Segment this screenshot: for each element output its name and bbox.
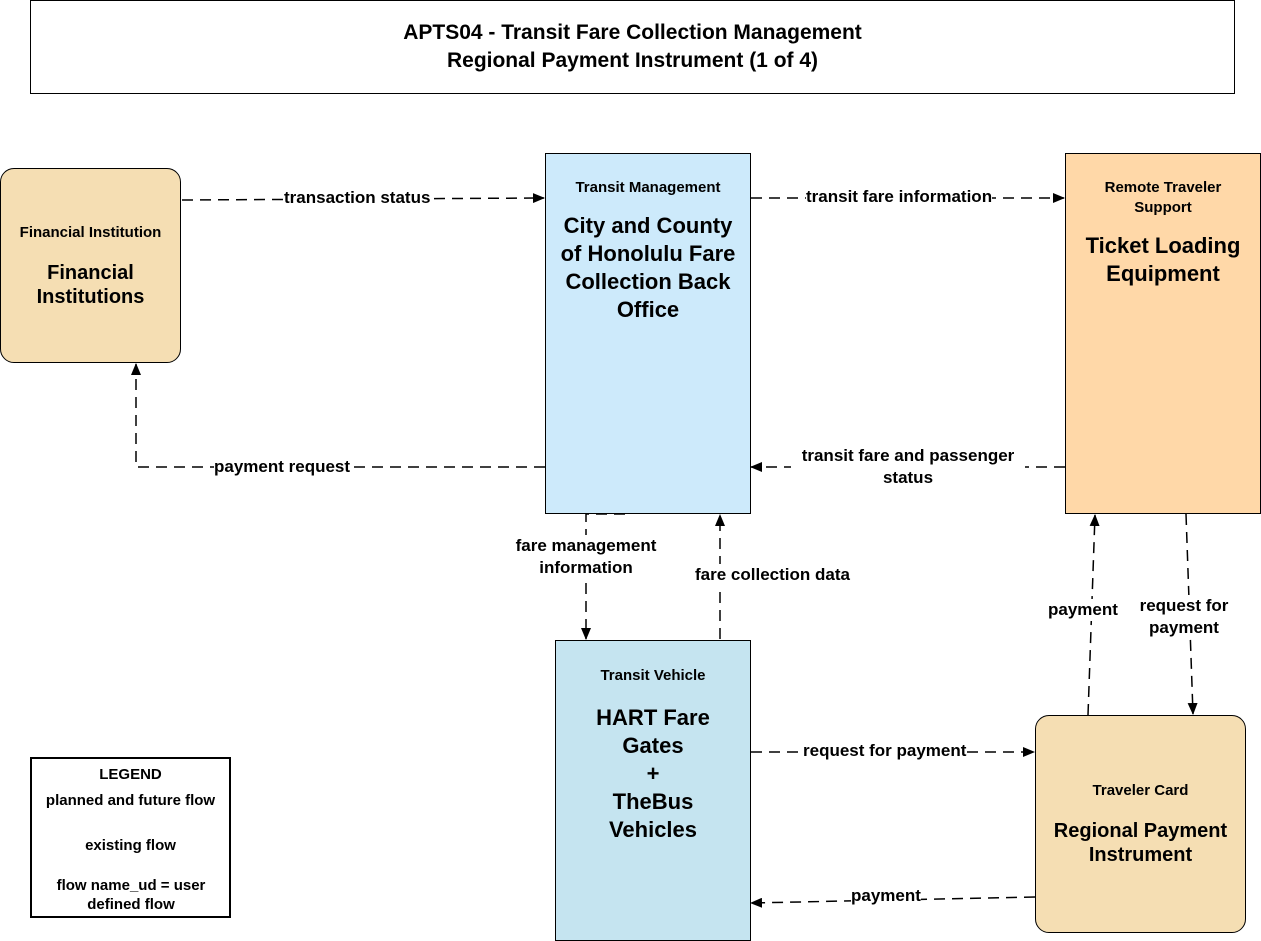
node-financial-institution: Financial Institution Financial Institut…	[0, 168, 181, 363]
flow-payment-left	[750, 896, 1036, 908]
label-transit-fare-passenger-status: transit fare and passenger status	[791, 445, 1025, 489]
legend-box: LEGEND planned and future flow existing …	[30, 757, 231, 918]
legend-user-defined-label: flow name_ud = user defined flow	[56, 877, 206, 913]
node-financial-name: Financial Institutions	[36, 261, 145, 308]
node-vehicle-category: Transit Vehicle	[600, 667, 706, 684]
flow-payment-request	[131, 363, 545, 468]
flow-fare-management-information	[581, 513, 625, 640]
legend-planned-label: planned and future flow	[45, 792, 216, 809]
node-vehicle-name-5: Vehicles	[608, 817, 698, 842]
node-financial-category: Financial Institution	[19, 223, 162, 241]
node-remote-category: Remote Traveler Support	[1104, 179, 1222, 216]
label-payment-left: payment	[851, 885, 921, 907]
node-transit-vehicle: Transit Vehicle HART Fare Gates + TheBus…	[555, 640, 751, 941]
node-card-name: Regional Payment Instrument	[1053, 820, 1228, 866]
legend-existing-label: existing flow	[85, 837, 176, 854]
node-vehicle-name-1: HART Fare	[596, 705, 710, 730]
legend-title: LEGEND	[99, 766, 162, 783]
label-payment-request: payment request	[214, 456, 351, 478]
label-payment-up: payment	[1048, 599, 1118, 621]
label-fare-management-information: fare management information	[507, 535, 665, 579]
label-request-for-payment-down: request for payment	[1134, 595, 1234, 639]
label-transit-fare-information: transit fare information	[806, 186, 993, 208]
label-request-for-payment-right: request for payment	[803, 740, 967, 762]
node-transit-management-name: City and County of Honolulu Fare Collect…	[560, 213, 736, 322]
label-transaction-status: transaction status	[284, 187, 431, 209]
label-fare-collection-data: fare collection data	[695, 564, 850, 586]
diagram-title-box: APTS04 - Transit Fare Collection Managem…	[30, 0, 1235, 94]
node-vehicle-name-4: TheBus	[612, 789, 694, 814]
node-card-category: Traveler Card	[1092, 782, 1189, 799]
node-transit-management: Transit Management City and County of Ho…	[545, 153, 751, 514]
node-vehicle-name-2: Gates	[622, 733, 684, 758]
node-transit-management-category: Transit Management	[575, 179, 721, 196]
diagram-title: APTS04 - Transit Fare Collection Managem…	[403, 21, 862, 44]
node-traveler-card: Traveler Card Regional Payment Instrumen…	[1035, 715, 1246, 933]
node-remote-traveler-support: Remote Traveler Support Ticket Loading E…	[1065, 153, 1261, 514]
node-vehicle-name-3: +	[646, 761, 660, 786]
diagram-subtitle: Regional Payment Instrument (1 of 4)	[446, 49, 819, 72]
node-remote-name: Ticket Loading Equipment	[1085, 233, 1241, 286]
